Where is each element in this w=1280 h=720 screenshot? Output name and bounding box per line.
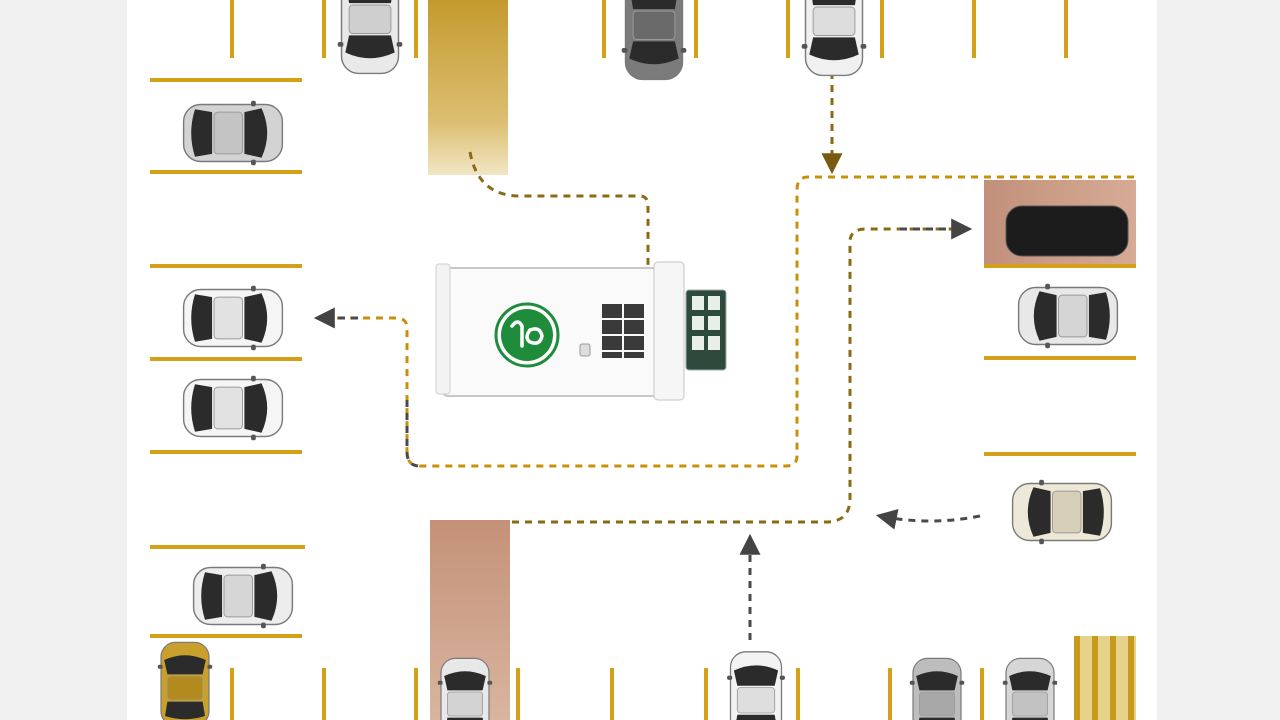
ramp-gold xyxy=(428,0,508,175)
lane-lines xyxy=(150,0,1136,720)
charging-station xyxy=(435,261,727,401)
corner-stripes xyxy=(1074,636,1136,720)
parked-cars xyxy=(157,0,1129,720)
guidance-paths xyxy=(313,72,1134,640)
